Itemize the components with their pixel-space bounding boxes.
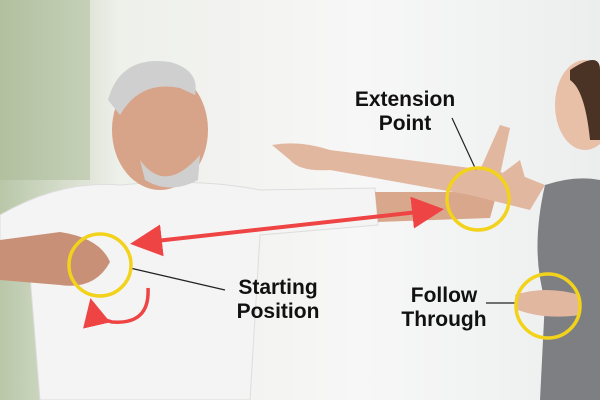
starting-position-label: Starting Position: [222, 276, 334, 324]
extension-label-line1: Extension: [354, 88, 456, 111]
follow-through-circle: [514, 272, 582, 340]
rotation-arrow: [83, 287, 150, 329]
follow-through-label: Follow Through: [388, 284, 500, 332]
starting-position-circle: [67, 232, 133, 298]
starting-label-line2: Position: [236, 300, 320, 323]
extension-point-label: Extension Point: [340, 88, 470, 136]
extension-point-circle: [445, 166, 511, 232]
follow-label-line1: Follow: [410, 284, 478, 307]
window-foliage: [0, 0, 90, 180]
follow-label-line2: Through: [401, 308, 487, 331]
reach-arrow: [130, 196, 444, 257]
extension-label-line2: Point: [378, 112, 432, 135]
instructor-figure: [272, 60, 600, 400]
starting-leader-line: [129, 267, 226, 291]
starting-label-line1: Starting: [238, 276, 318, 299]
extension-leader-line: [451, 117, 477, 171]
